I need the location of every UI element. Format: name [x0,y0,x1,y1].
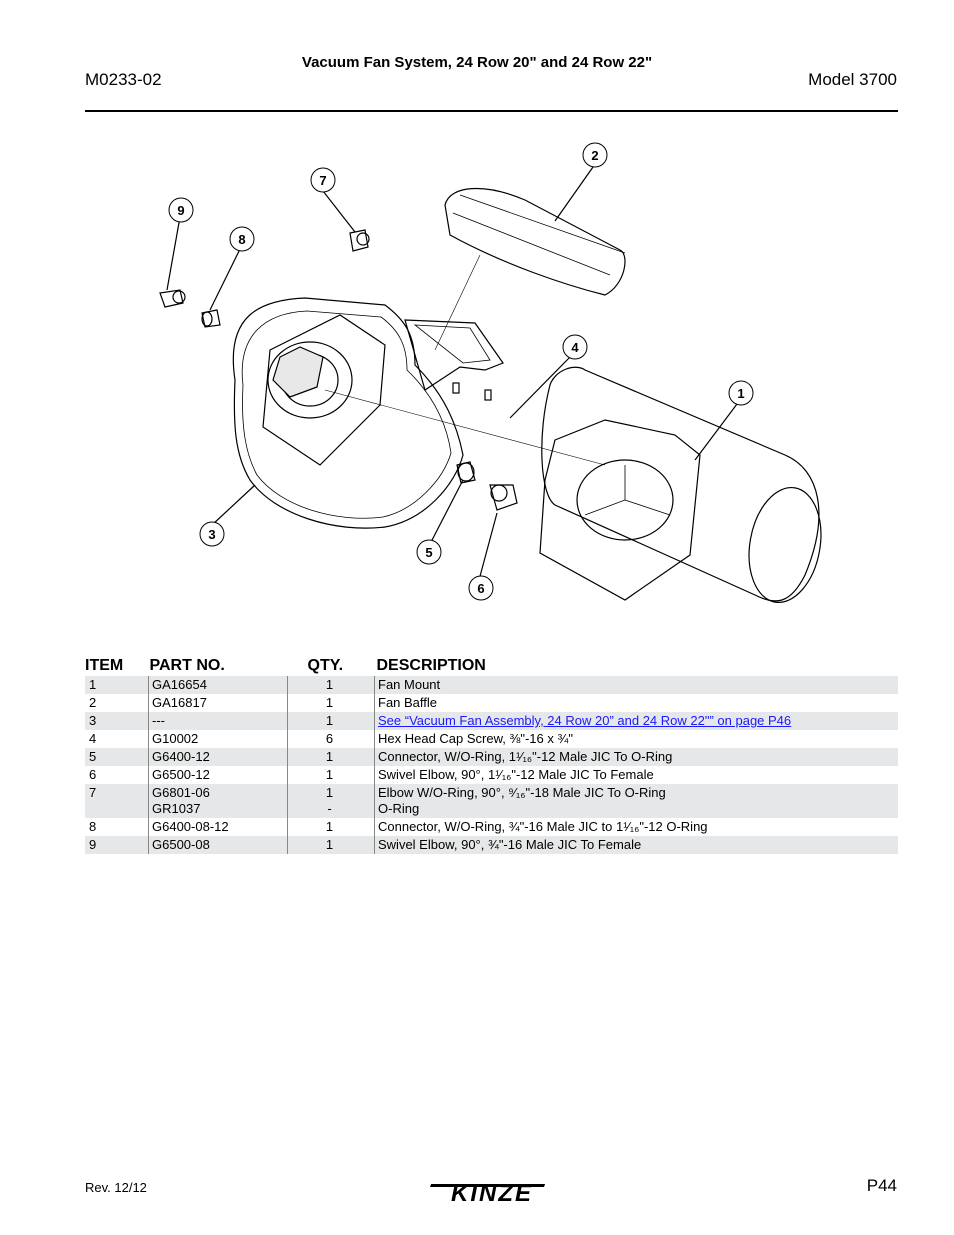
description-cell: Fan Baffle [374,694,898,712]
part-cell: GA16817 [148,694,288,712]
item-cell: 4 [89,731,97,746]
col-header-qty: QTY. [307,657,344,674]
fitting-7 [349,229,370,252]
kinze-logo: KINZE [430,1180,546,1206]
description-line: O-Ring [378,801,420,816]
table-row: 6 G6500-12 1 Swivel Elbow, 90°, 1¹⁄₁₆"-1… [85,766,898,784]
table-row: 9 G6500-08 1 Swivel Elbow, 90°, ¾"-16 Ma… [85,836,898,854]
description-cell: Elbow W/O-Ring, 90°, ⁹⁄₁₆"-18 Male JIC T… [374,784,898,818]
svg-text:7: 7 [319,173,326,188]
table-row: 2 GA16817 1 Fan Baffle [85,694,898,712]
description-cell: Hex Head Cap Screw, ⅜"-16 x ¾" [374,730,898,748]
callout-1: 1 [728,380,754,406]
description-cell: Swivel Elbow, 90°, 1¹⁄₁₆"-12 Male JIC To… [374,766,898,784]
table-header-row: ITEM PART NO. QTY. DESCRIPTION [85,655,898,676]
description-cell: See “Vacuum Fan Assembly, 24 Row 20” and… [374,712,898,730]
part-line: GR1037 [152,801,201,816]
svg-text:4: 4 [571,340,579,355]
table-row: 8 G6400-08-12 1 Connector, W/O-Ring, ¾"-… [85,818,898,836]
fitting-6 [489,484,518,511]
fan-plate [262,314,386,466]
svg-text:9: 9 [177,203,184,218]
table-row: 4 G10002 6 Hex Head Cap Screw, ⅜"-16 x ¾… [85,730,898,748]
page-number: P44 [866,1176,897,1195]
assembly-page-link[interactable]: See “Vacuum Fan Assembly, 24 Row 20” and… [378,713,792,728]
item-cell: 9 [85,836,149,854]
item-cell: 6 [89,767,97,782]
qty-cell: 6 [287,730,375,748]
part-cell: G6400-08-12 [148,818,288,836]
callout-7: 7 [310,167,336,193]
part-cell: G6801-06 GR1037 [148,784,288,818]
callout-5: 5 [416,539,442,565]
fitting-8 [201,309,221,328]
part-cell: G6500-12 [148,766,288,784]
svg-text:1: 1 [737,386,744,401]
qty-cell: 1 [287,676,375,694]
fitting-5 [456,461,476,484]
svg-text:3: 3 [208,527,215,542]
exploded-parts-diagram: 1 2 3 4 5 6 7 8 9 [159,142,822,604]
part-cell: GA16654 [148,676,288,694]
item-cell: 1 [85,676,149,694]
qty-cell: 1 [287,766,375,784]
svg-text:5: 5 [425,545,432,560]
callout-2: 2 [582,142,608,168]
item-cell: 7 [85,784,149,818]
description-cell: Connector, W/O-Ring, 1¹⁄₁₆"-12 Male JIC … [374,748,898,766]
qty-cell: 1 - [287,784,375,818]
fan-mount-tube [541,366,820,602]
part-cell: --- [148,712,288,730]
callout-6: 6 [468,575,494,601]
col-header-item: ITEM [85,657,124,674]
qty-cell: 1 [287,836,375,854]
item-cell: 5 [85,748,149,766]
qty-cell: 1 [287,712,375,730]
qty-cell: 1 [287,694,375,712]
description-line: Elbow W/O-Ring, 90°, ⁹⁄₁₆"-18 Male JIC T… [378,785,666,800]
svg-text:6: 6 [477,581,484,596]
col-header-description: DESCRIPTION [376,657,486,674]
description-cell: Connector, W/O-Ring, ¾"-16 Male JIC to 1… [374,818,898,836]
qty-cell: 1 [287,818,375,836]
part-cell: G10002 [148,730,288,748]
header-divider [85,110,898,112]
description-cell: Swivel Elbow, 90°, ¾"-16 Male JIC To Fem… [374,836,898,854]
callout-3: 3 [199,521,225,547]
col-header-part: PART NO. [149,657,225,674]
parts-table: ITEM PART NO. QTY. DESCRIPTION 1 GA16654… [85,655,898,854]
qty-line: - [327,801,332,816]
part-line: G6801-06 [152,785,210,800]
description-cell: Fan Mount [374,676,898,694]
part-cell: G6400-12 [148,748,288,766]
table-row: 5 G6400-12 1 Connector, W/O-Ring, 1¹⁄₁₆"… [85,748,898,766]
callout-9: 9 [168,197,194,223]
doc-number: M0233-02 [85,70,162,89]
item-cell: 2 [89,695,97,710]
svg-text:KINZE: KINZE [451,1180,533,1206]
table-row: 1 GA16654 1 Fan Mount [85,676,898,694]
fan-housing [232,297,464,529]
qty-line: 1 [325,785,334,800]
fan-mount-bracket [539,419,701,601]
fitting-9 [159,289,186,308]
model-label: Model 3700 [808,70,897,89]
callout-8: 8 [229,226,255,252]
item-cell: 3 [85,712,149,730]
part-cell: G6500-08 [148,836,288,854]
page-title: Vacuum Fan System, 24 Row 20" and 24 Row… [301,54,653,71]
revision-label: Rev. 12/12 [85,1180,147,1195]
svg-text:8: 8 [238,232,245,247]
table-row: 3 --- 1 See “Vacuum Fan Assembly, 24 Row… [85,712,898,730]
fan-motor [267,341,353,419]
fan-baffle [444,188,626,296]
svg-text:2: 2 [591,148,598,163]
table-row: 7 G6801-06 GR1037 1 - Elbow W/O-Ring, 90… [85,784,898,818]
item-cell: 8 [89,819,97,834]
qty-cell: 1 [287,748,375,766]
callout-4: 4 [562,334,588,360]
